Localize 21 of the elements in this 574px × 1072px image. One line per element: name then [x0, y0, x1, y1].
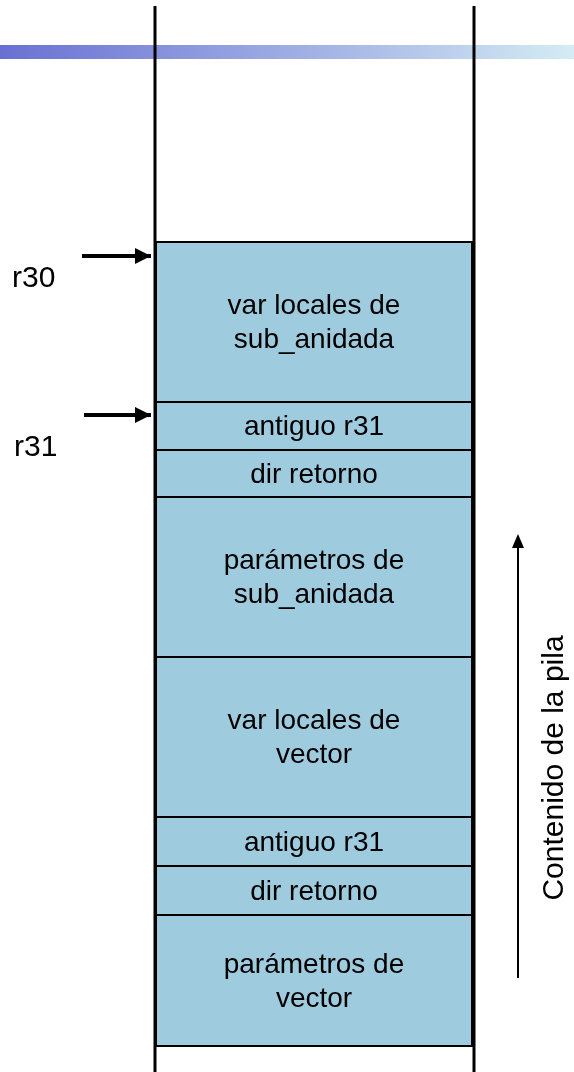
stack-frame-block [155, 241, 473, 403]
stack-frame-block [155, 914, 473, 1047]
stack-frame-block [155, 401, 473, 451]
pointer-arrow [82, 248, 151, 264]
register-label: r31 [14, 431, 58, 461]
block-text: parámetros de vector [222, 946, 406, 1015]
block-text: antiguo r31 [243, 824, 385, 859]
block-text: var locales de sub_anidada [226, 288, 402, 356]
stack-frame-block [155, 865, 473, 916]
direction-label: Contenido de la pila [536, 635, 570, 901]
block-text: parámetros de sub_anidada [222, 543, 406, 611]
block-text: antiguo r31 [243, 409, 385, 443]
block-text: dir retorno [250, 873, 378, 908]
stack-frame-block [155, 656, 473, 818]
block-text: var locales de vector [226, 703, 402, 771]
block-text: dir retorno [250, 456, 378, 491]
pointer-arrow [84, 407, 151, 423]
stack-frame-block [155, 496, 473, 658]
stack-frame-block [155, 816, 473, 867]
stack-frame-block [155, 449, 473, 498]
register-label: r30 [12, 262, 56, 292]
